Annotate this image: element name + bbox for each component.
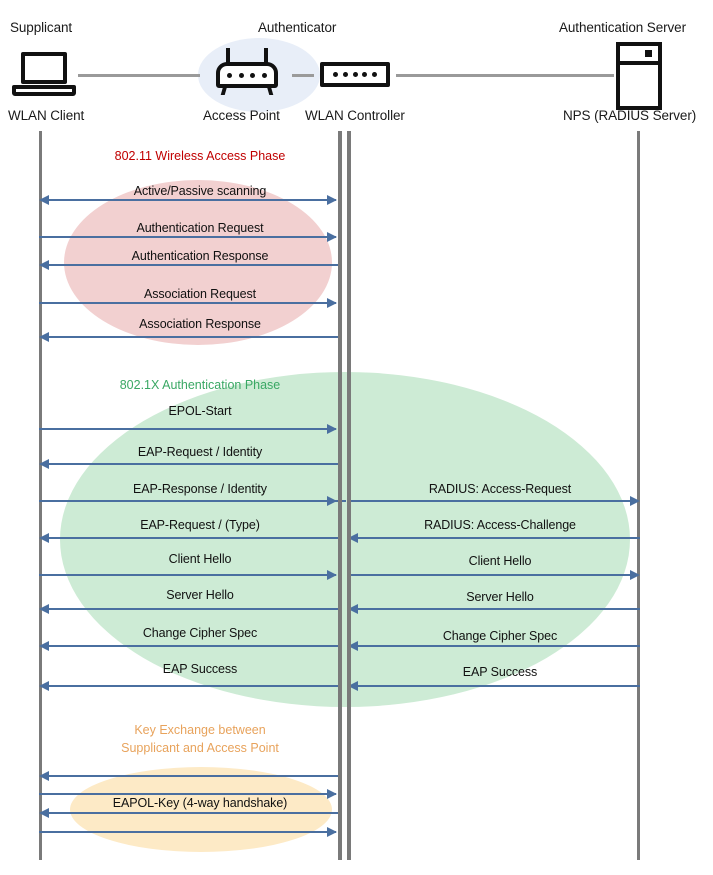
network-controller-icon [320,62,390,87]
arrowhead-left-radius-access-challenge [348,533,358,543]
message-line-server-hello-left [48,608,341,610]
actor-device-access-point: Access Point [203,108,280,123]
message-line-authentication-request [39,236,336,238]
arrowhead-left-eap-success-left [39,681,49,691]
laptop-icon [12,52,76,97]
message-line-authentication-response [48,264,341,266]
link-controller-server [396,74,614,77]
lifeline-authentication-server [637,131,640,860]
arrowhead-right-association-request [327,298,337,308]
arrowhead-right-authentication-request [327,232,337,242]
arrowhead-right-eapol-key-2 [327,789,337,799]
message-line-eap-request-type [48,537,341,539]
message-label-association-response: Association Response [139,317,261,331]
message-label-change-cipher-spec-right: Change Cipher Spec [442,629,558,643]
arrowhead-right-client-hello-left [327,570,337,580]
message-label-eap-success-right: EAP Success [462,665,538,679]
message-line-change-cipher-spec-right [357,645,640,647]
message-label-eap-request-identity: EAP-Request / Identity [137,445,263,459]
message-label-radius-access-challenge: RADIUS: Access-Challenge [424,518,576,532]
actor-role-supplicant: Supplicant [10,20,73,35]
message-line-eap-success-left [48,685,341,687]
arrowhead-left-server-hello-right [348,604,358,614]
message-line-association-response [48,336,341,338]
message-label-server-hello-right: Server Hello [466,590,534,604]
phase-ellipse-key-exchange [70,767,332,852]
phase-ellipse-8021x [60,372,630,707]
message-label-change-cipher-spec-left: Change Cipher Spec [142,626,258,640]
link-client-ap [78,74,200,77]
message-line-eapol-key-4 [39,831,336,833]
arrowhead-right-client-hello-right [630,570,640,580]
message-label-server-hello-left: Server Hello [166,588,234,602]
arrowhead-left-eapol-key-1 [39,771,49,781]
arrowhead-left-eapol-key-3 [39,808,49,818]
link-ap-controller [292,74,314,77]
message-line-client-hello-left [39,574,336,576]
arrowhead-right-radius-access-request [630,496,640,506]
arrowhead-left-change-cipher-spec-left [39,641,49,651]
arrowhead-left-authentication-response [39,260,49,270]
message-line-eapol-key-2 [39,793,336,795]
phase-label-80211: 802.11 Wireless Access Phase [114,149,286,163]
actor-role-authenticator: Authenticator [258,20,337,35]
arrowhead-right-eapol-key-4 [327,827,337,837]
message-label-active-passive-scanning: Active/Passive scanning [133,184,267,198]
message-label-eapol-key-handshake: EAPOL-Key (4-way handshake) [112,796,288,810]
message-label-epol-start: EPOL-Start [168,404,232,418]
message-label-association-request: Association Request [143,287,257,301]
server-icon [616,42,662,110]
phase-label-key-exchange-line1: Key Exchange between [134,723,266,737]
message-line-server-hello-right [357,608,640,610]
arrowhead-left-eap-success-right [348,681,358,691]
phase-label-8021x: 802.1X Authentication Phase [119,378,281,392]
message-line-eapol-key-1 [48,775,341,777]
wireless-access-point-icon [216,48,278,96]
actor-device-nps-radius: NPS (RADIUS Server) [563,108,697,123]
arrowhead-left-association-response [39,332,49,342]
message-label-client-hello-right: Client Hello [468,554,532,568]
message-line-change-cipher-spec-left [48,645,341,647]
message-label-eap-success-left: EAP Success [162,662,238,676]
message-label-client-hello-left: Client Hello [168,552,232,566]
arrowhead-right-epol-start [327,424,337,434]
message-line-eap-response-identity [39,500,346,502]
actor-role-authentication-server: Authentication Server [559,20,686,35]
message-label-authentication-request: Authentication Request [136,221,264,235]
arrowhead-right-eap-response-identity [327,496,337,506]
message-line-radius-access-challenge [357,537,640,539]
message-label-eap-response-identity: EAP-Response / Identity [133,482,267,496]
message-line-eap-success-right [357,685,640,687]
phase-ellipse-80211 [64,180,332,345]
lifeline-access-point [338,131,342,860]
message-line-eap-request-identity [48,463,341,465]
actor-device-wlan-client: WLAN Client [8,108,85,123]
message-line-radius-access-request [350,500,637,502]
message-line-eapol-key-3 [48,812,341,814]
message-label-authentication-response: Authentication Response [131,249,269,263]
arrowhead-left-server-hello-left [39,604,49,614]
arrowhead-left-eap-request-type [39,533,49,543]
message-label-radius-access-request: RADIUS: Access-Request [428,482,572,496]
message-line-active-passive-scanning [48,199,336,201]
arrowhead-left-change-cipher-spec-right [348,641,358,651]
phase-label-key-exchange-line2: Supplicant and Access Point [121,741,279,755]
message-line-epol-start [39,428,336,430]
lifeline-wlan-controller [347,131,351,860]
arrowhead-right-active-passive-scanning [327,195,337,205]
lifeline-supplicant [39,131,42,860]
message-line-association-request [39,302,336,304]
actor-device-wlan-controller: WLAN Controller [305,108,405,123]
message-line-client-hello-right [350,574,637,576]
message-label-eap-request-type: EAP-Request / (Type) [140,518,260,532]
arrowhead-left-eap-request-identity [39,459,49,469]
arrowhead-left-active-passive-scanning [39,195,49,205]
